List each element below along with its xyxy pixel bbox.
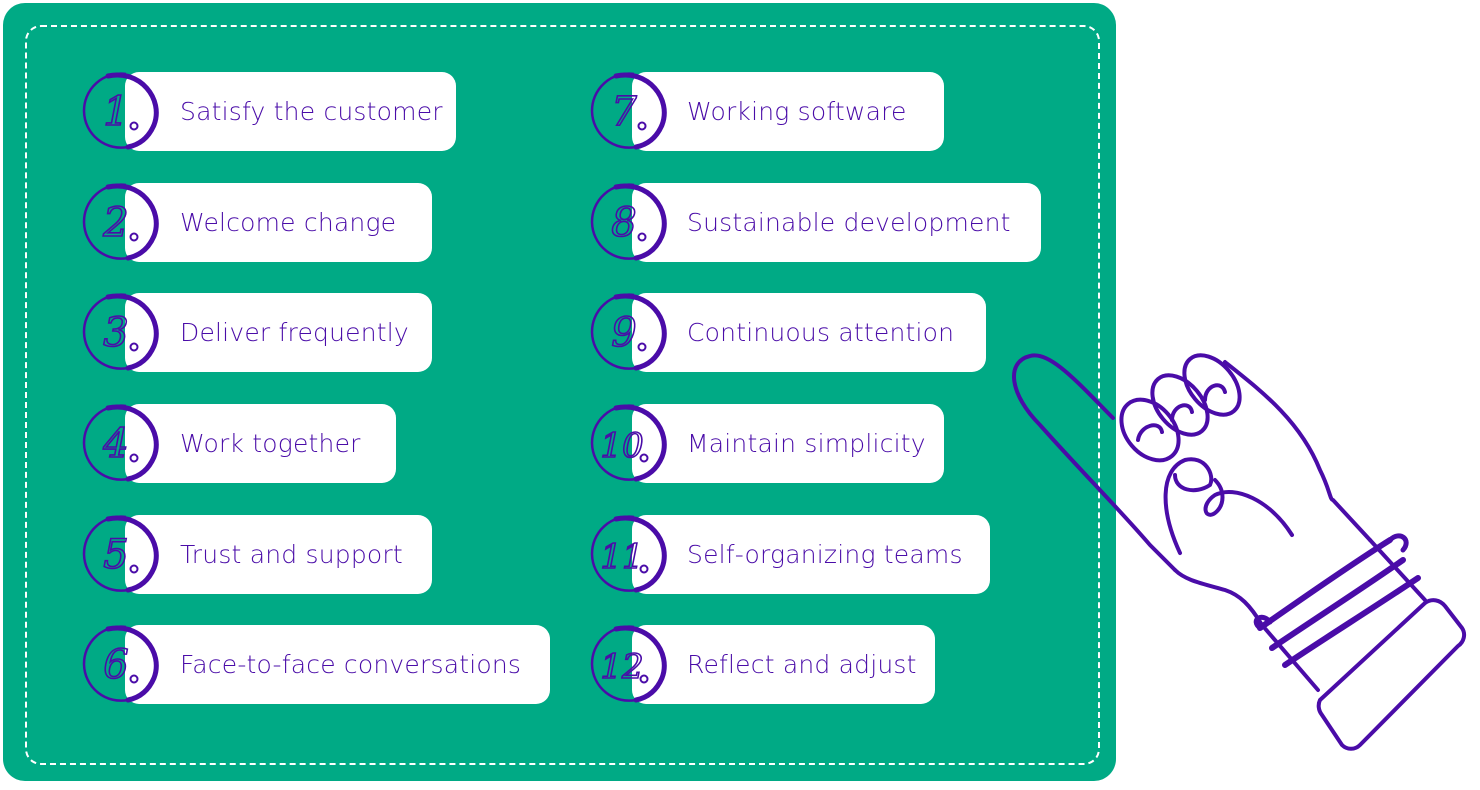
circle-stroke	[613, 183, 667, 261]
principle-number: 4	[102, 421, 128, 467]
number-period	[639, 453, 649, 463]
principle-number-badge: 5	[78, 512, 162, 596]
bracelet-clasp	[1253, 533, 1409, 631]
circle-stroke	[105, 404, 159, 482]
principle-number: 1	[103, 89, 128, 135]
number-period	[639, 564, 649, 574]
principle-label: Welcome change	[180, 208, 397, 237]
principle-number-badge: 3	[78, 290, 162, 374]
principle-label: Sustainable development	[687, 208, 1011, 237]
hand-fingernail	[1136, 423, 1164, 442]
bracelet	[1269, 557, 1406, 651]
circle-stroke	[105, 625, 159, 703]
hand-fingernail	[1203, 383, 1227, 402]
principle-number-badge: 9	[586, 290, 670, 374]
circle-stroke	[105, 293, 159, 371]
hand-knuckle	[1182, 353, 1242, 417]
circle-stroke	[105, 72, 159, 150]
number-period	[637, 232, 647, 242]
bracelet	[1257, 537, 1393, 631]
principle-item: Satisfy the customer	[125, 72, 456, 151]
principle-number: 3	[103, 310, 128, 356]
hand-thumb	[1163, 457, 1214, 555]
principle-number: 7	[611, 89, 637, 135]
principle-label: Reflect and adjust	[687, 650, 917, 679]
wrist-line	[1260, 623, 1320, 692]
principle-number-badge: 2	[78, 180, 162, 264]
number-period	[129, 232, 139, 242]
principle-number: 5	[103, 532, 128, 578]
hand-outline-upper	[1223, 360, 1372, 542]
principle-number: 12	[600, 647, 643, 687]
principle-number: 10	[600, 426, 643, 466]
number-period	[129, 564, 139, 574]
principle-number-badge: 7	[586, 69, 670, 153]
circle-stroke	[613, 625, 667, 703]
principle-item: Maintain simplicity	[632, 404, 944, 483]
principle-number-badge: 4	[78, 401, 162, 485]
principle-number-badge: 11	[586, 512, 670, 596]
hand-knuckle	[1150, 373, 1210, 437]
principle-item: Sustainable development	[632, 183, 1041, 262]
principle-label: Maintain simplicity	[687, 429, 926, 458]
number-period	[129, 121, 139, 131]
number-period	[637, 342, 647, 352]
principle-label: Face-to-face conversations	[180, 650, 522, 679]
principle-label: Deliver frequently	[180, 318, 409, 347]
principle-item: Working software	[632, 72, 944, 151]
principle-number: 8	[611, 200, 636, 246]
principle-number: 11	[600, 537, 643, 577]
hand-palm-line	[1203, 478, 1294, 537]
principle-item: Continuous attention	[632, 293, 986, 372]
number-period	[637, 121, 647, 131]
principle-number: 9	[611, 310, 636, 356]
hand-knuckle	[1119, 397, 1181, 463]
principle-label: Continuous attention	[687, 318, 955, 347]
bracelet	[1282, 575, 1421, 668]
circle-stroke	[105, 515, 159, 593]
principle-number: 6	[103, 642, 128, 688]
principle-label: Self-organizing teams	[687, 540, 963, 569]
principle-number-badge: 12	[586, 622, 670, 706]
hand-fingernail	[1170, 403, 1194, 422]
number-period	[129, 674, 139, 684]
circle-stroke	[613, 404, 667, 482]
principle-item: Deliver frequently	[125, 293, 432, 372]
circle-stroke	[613, 72, 667, 150]
principle-label: Working software	[687, 97, 907, 126]
circle-stroke	[613, 293, 667, 371]
sleeve-cuff	[1316, 598, 1467, 751]
principle-number-badge: 6	[78, 622, 162, 706]
principle-item: Reflect and adjust	[632, 625, 935, 704]
circle-stroke	[105, 183, 159, 261]
principle-label: Trust and support	[180, 540, 403, 569]
principle-item: Self-organizing teams	[632, 515, 990, 594]
circle-stroke	[613, 515, 667, 593]
principle-number: 2	[102, 200, 128, 246]
number-period	[639, 674, 649, 684]
principle-item: Face-to-face conversations	[125, 625, 550, 704]
principle-number-badge: 1	[78, 69, 162, 153]
number-period	[129, 453, 139, 463]
wrist-line	[1368, 538, 1427, 602]
hand-outline-lower	[1173, 568, 1264, 627]
principle-label: Work together	[180, 429, 361, 458]
principle-number-badge: 10	[586, 401, 670, 485]
principle-item: Welcome change	[125, 183, 432, 262]
principle-item: Trust and support	[125, 515, 432, 594]
number-period	[129, 342, 139, 352]
principle-item: Work together	[125, 404, 396, 483]
principle-number-badge: 8	[586, 180, 670, 264]
principle-label: Satisfy the customer	[180, 97, 443, 126]
